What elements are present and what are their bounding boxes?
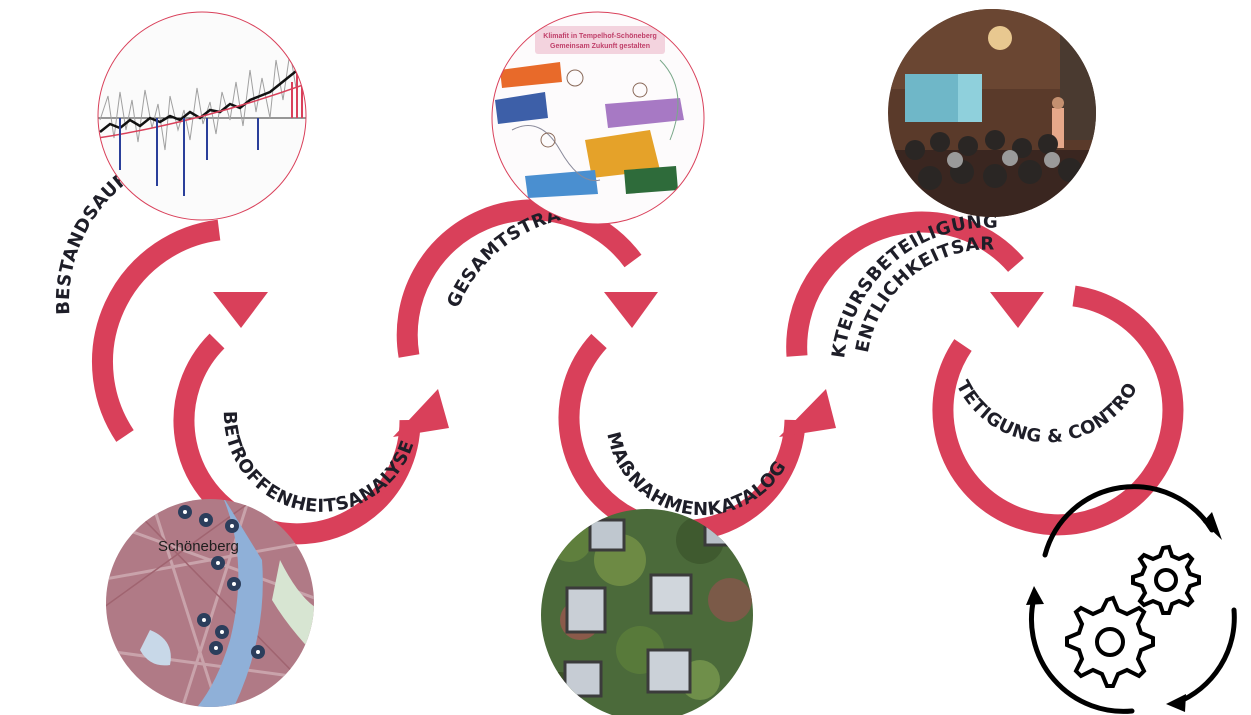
gear-large-icon [1065, 595, 1155, 688]
arc-bestandsaufnahme [92, 219, 221, 442]
step-gesamtstrategie: GESAMTSTRATEGIE [396, 199, 658, 358]
map-place-label: Schöneberg [158, 538, 239, 555]
workshop-poster-image: Klimafit in Tempelhof-Schöneberg Gemeins… [491, 11, 705, 225]
green-facade-image [541, 509, 753, 715]
arc-gesamtstrategie [396, 199, 642, 358]
cycle-arrow-left [1029, 595, 1135, 714]
arc-akteursbeteiligung [786, 211, 1024, 357]
schoeneberg-map-image: Schöneberg [106, 499, 314, 707]
arrowhead-betroffenheitsanalyse [393, 389, 449, 437]
arrowhead-massnahmenkatalog [779, 389, 836, 437]
cycle-arrow-top [1042, 484, 1215, 558]
poster-title: Klimafit in Tempelhof-Schöneberg [543, 33, 656, 40]
cycle-arrowhead-bottom [1166, 694, 1186, 712]
arrowhead-gesamtstrategie [604, 292, 658, 328]
poster-subtitle: Gemeinsam Zukunft gestalten [550, 43, 650, 50]
arrowhead-bestandsaufnahme [213, 292, 268, 328]
climate-chart-image [97, 11, 307, 221]
gear-small-icon [1131, 544, 1201, 615]
arc-verstetigung [932, 285, 1184, 536]
gears-cycle-icon [1026, 484, 1237, 714]
public-event-image [888, 9, 1096, 217]
step-massnahmenkatalog: MAẞNAHMENKATALOG [558, 333, 836, 542]
cycle-arrow-bottom [1173, 607, 1237, 706]
cycle-arrowhead-top [1203, 512, 1222, 540]
cycle-arrowhead-left [1026, 586, 1044, 605]
arrowhead-akteursbeteiligung [990, 292, 1044, 328]
